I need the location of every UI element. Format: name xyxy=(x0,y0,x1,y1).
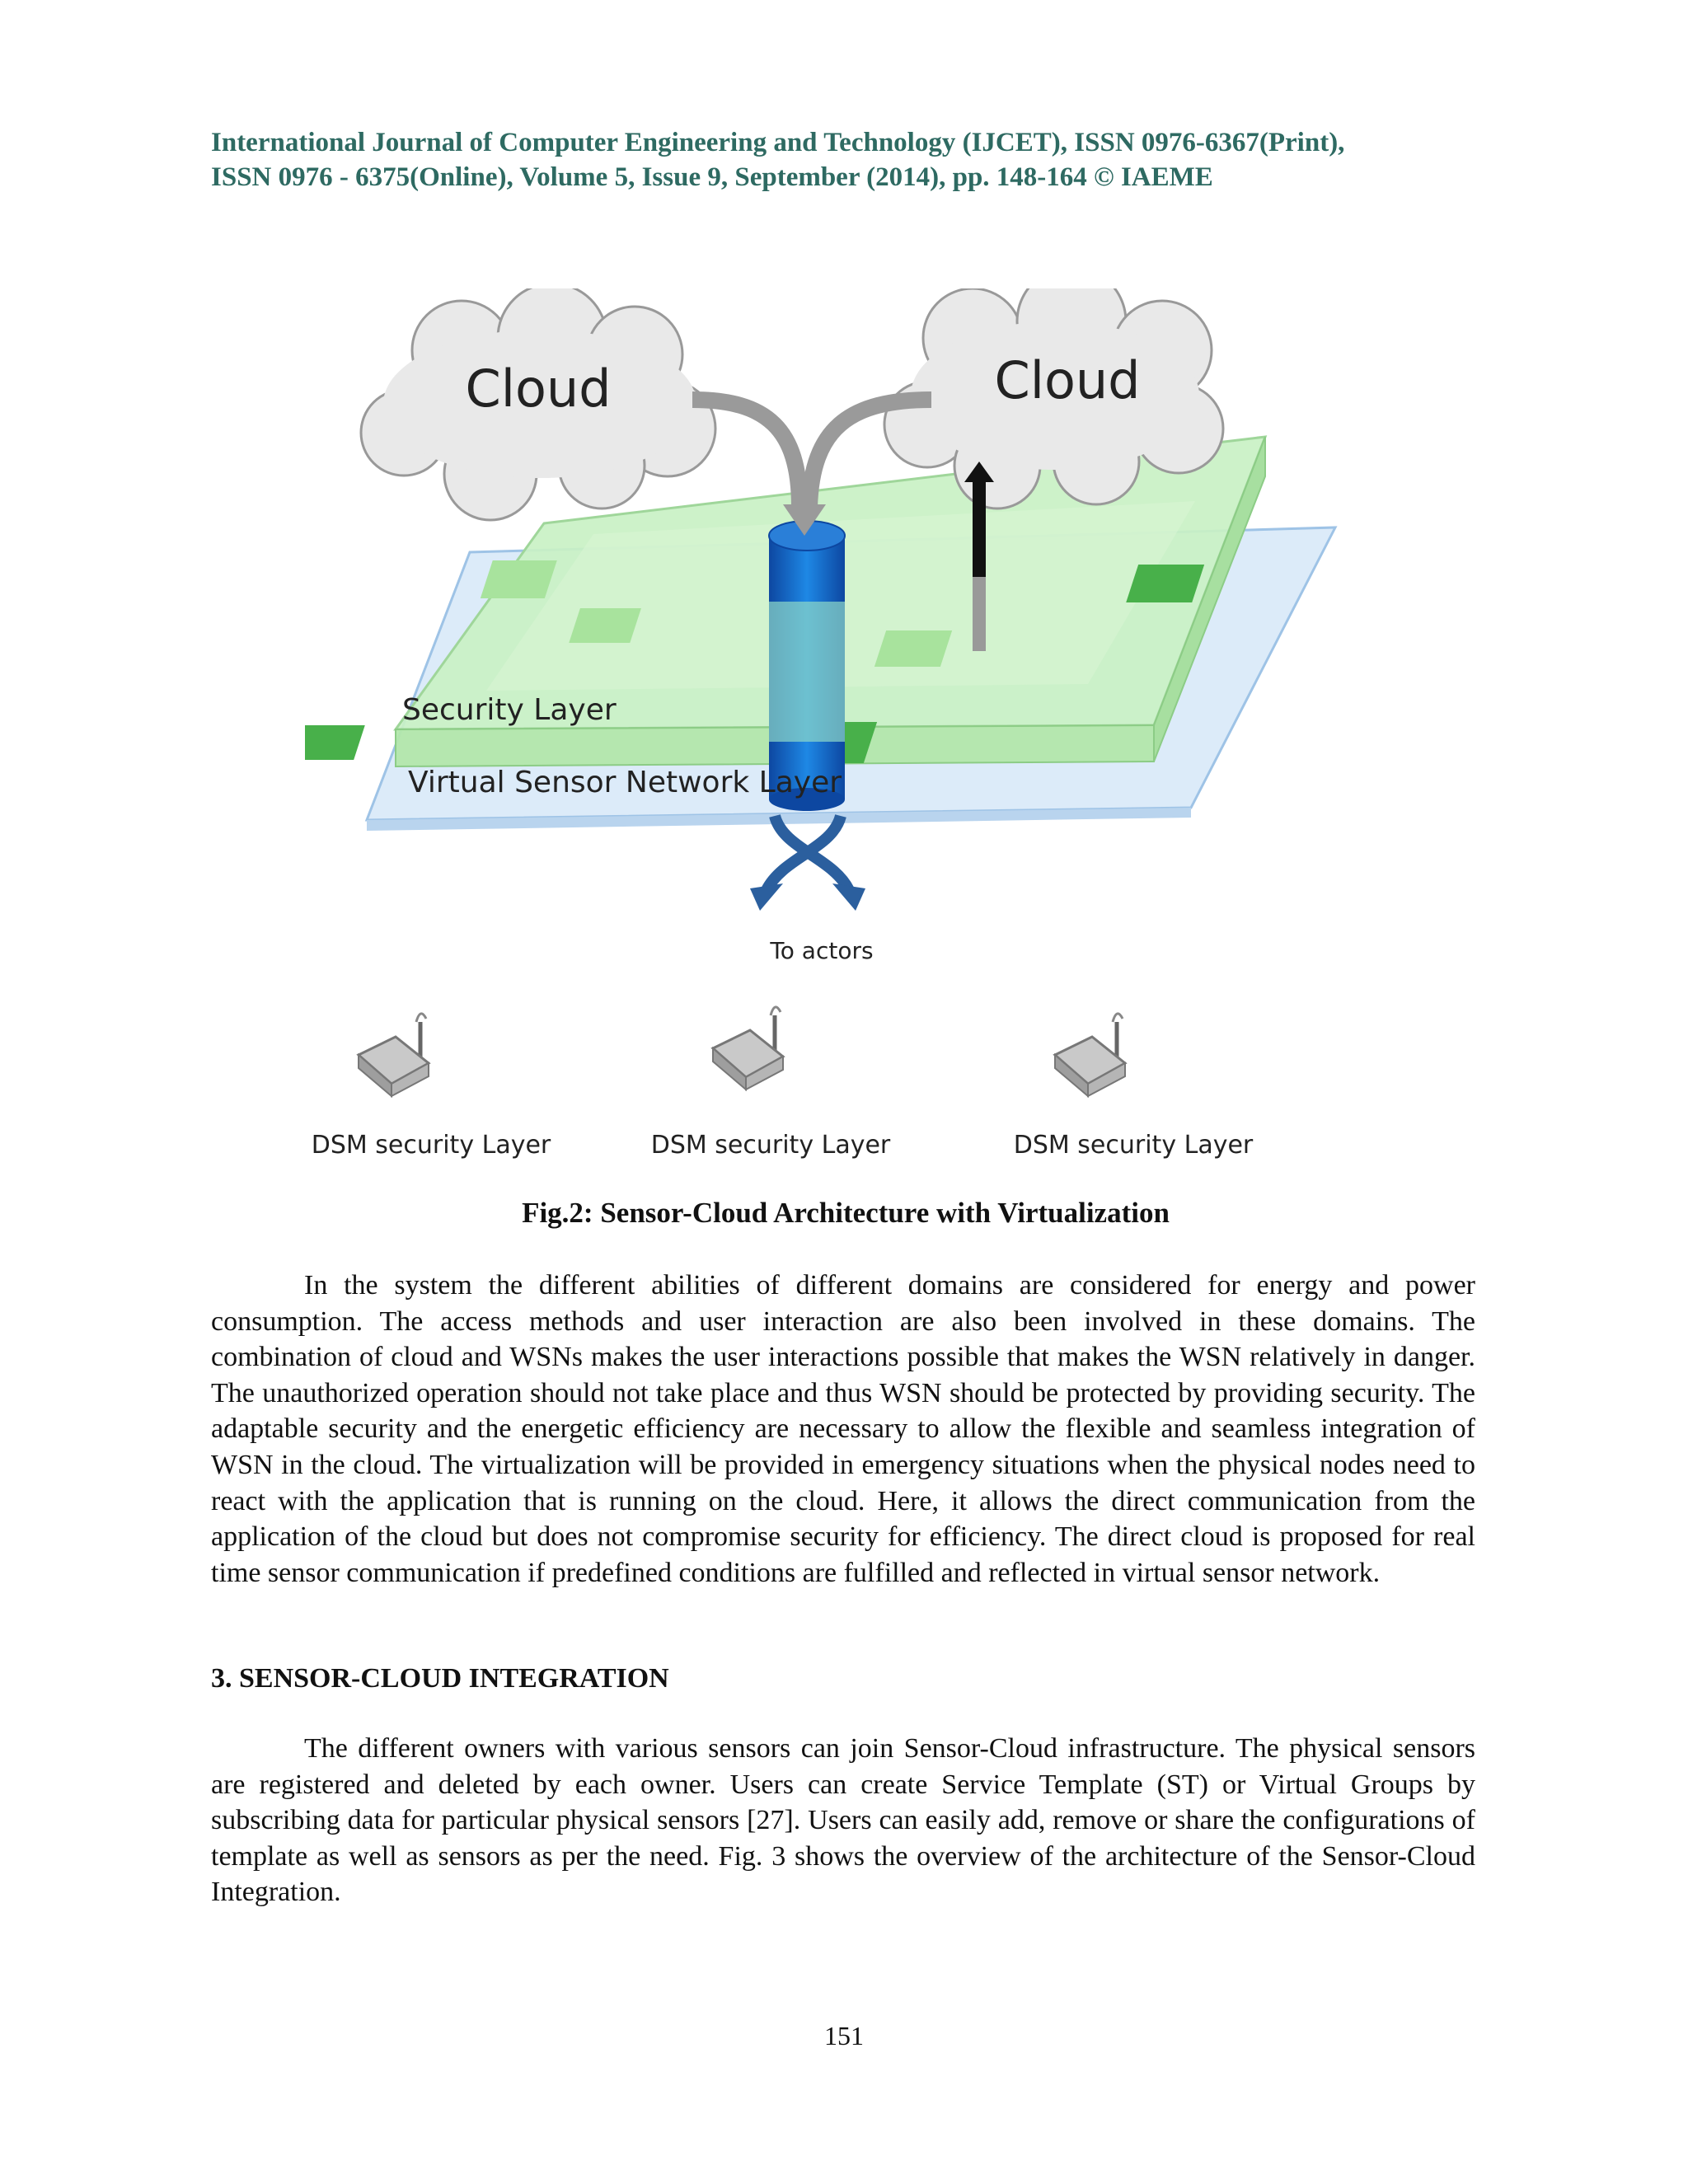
page-number: 151 xyxy=(824,2021,864,2050)
section-heading: 3. SENSOR-CLOUD INTEGRATION xyxy=(211,1663,669,1694)
cloud-left-label: Cloud xyxy=(465,359,611,419)
figure-caption: Fig.2: Sensor-Cloud Architecture with Vi… xyxy=(522,1197,1170,1229)
actor-cross-arrows xyxy=(750,813,865,911)
sensor-device-icon xyxy=(356,1012,431,1099)
cloud-left xyxy=(359,288,717,522)
data-cylinder xyxy=(768,520,846,811)
architecture-figure: Cloud Cloud Security Layer Virtual Senso… xyxy=(305,288,1376,1179)
virtual-node xyxy=(305,725,365,760)
to-actors-label: To actors xyxy=(769,937,873,964)
up-arrow xyxy=(964,462,994,651)
journal-header: International Journal of Computer Engine… xyxy=(211,125,1480,194)
security-layer-label: Security Layer xyxy=(402,693,617,727)
body-paragraph-1: In the system the different abilities of… xyxy=(211,1270,1475,1588)
dsm-label-3: DSM security Layer xyxy=(1014,1131,1254,1160)
body-paragraph-2: The different owners with various sensor… xyxy=(211,1733,1475,1908)
dsm-label-1: DSM security Layer xyxy=(312,1131,551,1160)
journal-header-line2: ISSN 0976 - 6375(Online), Volume 5, Issu… xyxy=(211,162,1213,192)
virtual-node xyxy=(1126,565,1205,602)
journal-header-line1: International Journal of Computer Engine… xyxy=(211,128,1345,157)
cloud-right-label: Cloud xyxy=(994,350,1140,410)
cloud-to-cylinder-arrows xyxy=(692,391,932,536)
dsm-label-2: DSM security Layer xyxy=(651,1131,891,1160)
architecture-diagram: Cloud Cloud Security Layer Virtual Senso… xyxy=(305,288,1338,1160)
sensor-device-icon xyxy=(1053,1012,1128,1099)
sensor-device-icon xyxy=(710,1005,785,1092)
virtual-layer-label: Virtual Sensor Network Layer xyxy=(408,766,842,799)
cloud-right xyxy=(883,288,1225,510)
